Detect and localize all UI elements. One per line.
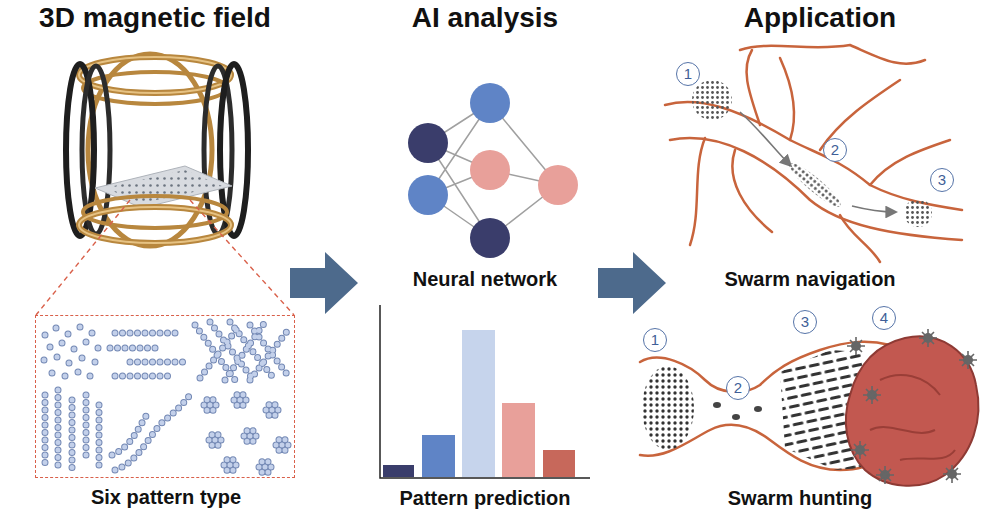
particle-swarm xyxy=(904,199,932,227)
panel-caption: Pattern prediction xyxy=(370,487,600,510)
panel-caption: Swarm hunting xyxy=(680,487,920,510)
column-heading: Application xyxy=(700,2,940,34)
neuron xyxy=(538,165,578,205)
column-heading: AI analysis xyxy=(370,2,600,34)
flow-arrow xyxy=(290,252,358,314)
neuron xyxy=(470,83,510,123)
callout-number: 1 xyxy=(643,328,667,352)
motion-arrow xyxy=(852,206,895,212)
zoom-line xyxy=(36,200,294,315)
neuron xyxy=(408,175,448,215)
bar-chart xyxy=(380,305,590,478)
neuron xyxy=(408,123,448,163)
tumor-texture xyxy=(870,375,955,460)
neuron xyxy=(470,218,510,258)
network-links xyxy=(428,103,558,238)
bar xyxy=(383,465,414,477)
pattern-frame: Six pattern type xyxy=(35,315,295,478)
callout-number: 2 xyxy=(726,376,750,400)
callout-number: 2 xyxy=(823,138,847,162)
network-neurons xyxy=(408,83,578,258)
gold-ring xyxy=(79,207,231,243)
frame-caption: Six pattern type xyxy=(16,486,316,509)
tumor xyxy=(846,336,979,485)
particle-dot xyxy=(44,327,288,472)
chart-axis xyxy=(380,305,590,478)
particle-chain xyxy=(45,322,290,470)
callout-number: 1 xyxy=(676,62,700,86)
callout-number: 4 xyxy=(872,306,896,330)
particle-swarm xyxy=(692,80,732,120)
particle-swarm xyxy=(642,366,694,450)
bar xyxy=(462,330,495,477)
callout-number: 3 xyxy=(793,310,817,334)
particle-swarm xyxy=(785,158,845,211)
flow-arrow xyxy=(598,252,666,314)
panel-caption: Neural network xyxy=(380,268,590,291)
hunting-particles xyxy=(847,329,977,484)
callout-number: 3 xyxy=(930,168,954,192)
particle-chain xyxy=(45,322,290,470)
coil-apparatus xyxy=(66,54,248,246)
bar xyxy=(502,403,535,477)
motion-arrow xyxy=(740,112,790,165)
gold-ring xyxy=(79,207,231,243)
vessel-network xyxy=(665,45,962,262)
bar xyxy=(422,435,455,477)
column-heading: 3D magnetic field xyxy=(0,2,310,34)
pattern-particles xyxy=(44,322,290,472)
bar xyxy=(543,450,575,477)
panel-caption: Swarm navigation xyxy=(680,268,940,291)
particle-dots xyxy=(713,402,762,420)
neuron xyxy=(470,150,510,190)
particle-dot xyxy=(44,327,288,472)
